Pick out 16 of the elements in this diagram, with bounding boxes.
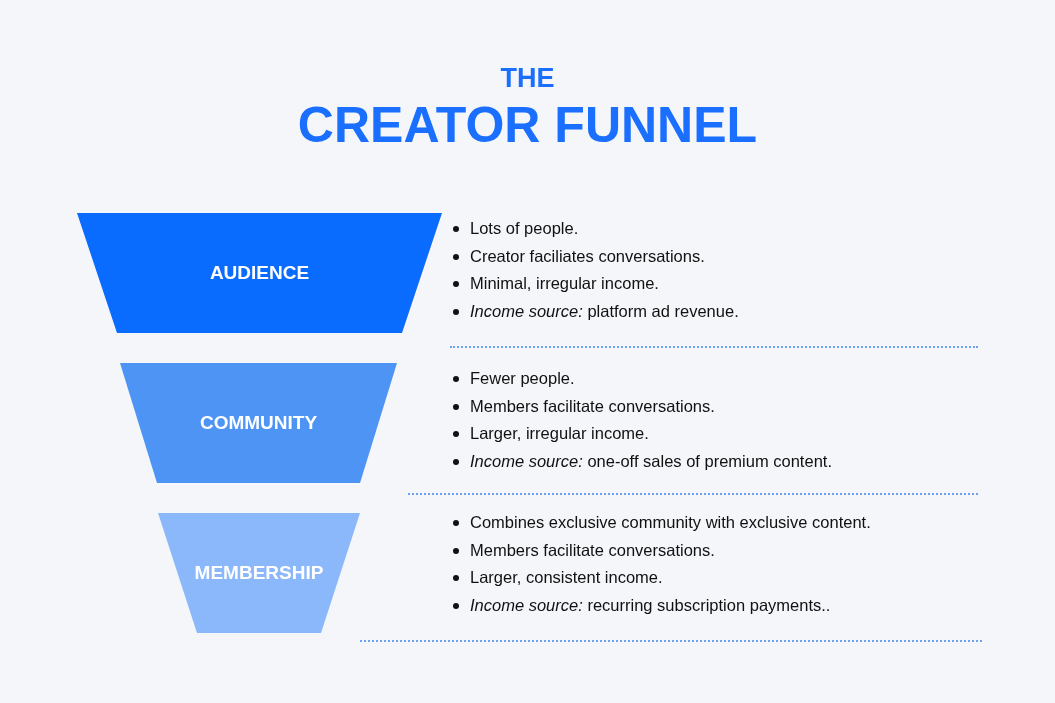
bullet-text: Larger, consistent income. xyxy=(470,568,663,586)
bullet-text: Members facilitate conversations. xyxy=(470,540,715,559)
stage-label: AUDIENCE xyxy=(209,262,310,284)
bullet-text: Income source: one-off sales of premium content. xyxy=(470,451,832,470)
title: THE CREATOR FUNNEL xyxy=(296,64,759,153)
bullet-text: Income source: recurring subscription payments.. xyxy=(470,595,831,614)
bullet-text: Lots of people. xyxy=(470,219,579,237)
bullet-text: Combines exclusive community with exclusive content. xyxy=(470,513,871,531)
stage-label: MEMBERSHIP xyxy=(194,562,324,584)
bullet-text: Creator faciliates conversations. xyxy=(470,246,705,265)
bullet-text: Members facilitate conversations. xyxy=(470,396,715,415)
bullet-text: Larger, irregular income. xyxy=(470,424,649,442)
bullet-text: Income source: platform ad revenue. xyxy=(470,301,739,320)
bullet-text: Fewer people. xyxy=(470,369,575,387)
stage-label: COMMUNITY xyxy=(199,412,318,434)
bullet-text: Minimal, irregular income. xyxy=(470,274,659,292)
